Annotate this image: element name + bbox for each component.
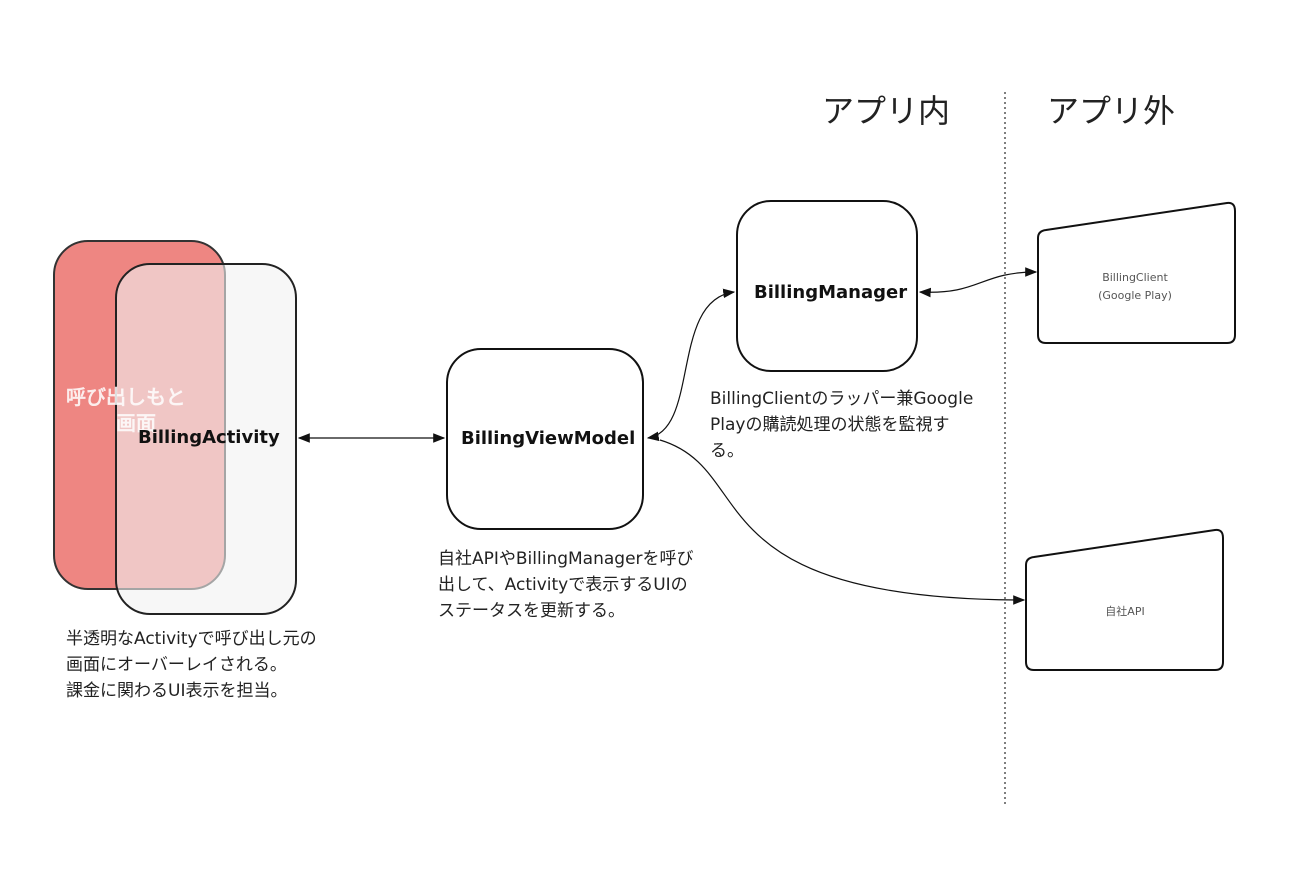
caller-screen-label-line2: 画面: [116, 411, 156, 435]
billing-manager-label: BillingManager: [754, 282, 908, 303]
billing-manager-box: [736, 200, 918, 372]
billing-client-label: BillingClient (Google Play): [1080, 269, 1190, 305]
view-model-note-line: ステータスを更新する。: [438, 601, 625, 621]
billing-client-label-line1: BillingClient: [1102, 271, 1168, 284]
billing-client-label-line2: (Google Play): [1098, 289, 1172, 302]
manager-note-line: BillingClientのラッパー兼Google: [710, 389, 974, 409]
activity-note-line: 半透明なActivityで呼び出し元の: [66, 629, 317, 649]
manager-note: BillingClientのラッパー兼Google Playの購読処理の状態を監…: [710, 386, 973, 464]
manager-note-line: Playの購読処理の状態を監視す: [710, 415, 950, 435]
billing-client-shape: [1037, 201, 1236, 344]
activity-note-line: 画面にオーバーレイされる。: [66, 655, 287, 675]
billing-activity-box: [115, 263, 297, 615]
manager-client-arrow: [918, 267, 1038, 298]
billing-view-model-box: [446, 348, 644, 530]
activity-note-line: 課金に関わるUI表示を担当。: [66, 681, 288, 701]
caller-screen-label-line1: 呼び出しもと: [66, 385, 186, 409]
billing-view-model-label: BillingViewModel: [461, 428, 636, 449]
header-inside-app: アプリ内: [822, 92, 951, 130]
company-api-shape: [1025, 528, 1224, 671]
caller-screen-label: 呼び出しもと 画面: [66, 384, 186, 436]
header-outside-app: アプリ外: [1047, 92, 1176, 130]
view-model-note: 自社APIやBillingManagerを呼び 出して、Activityで表示す…: [438, 546, 694, 624]
viewmodel-manager-arrow: [646, 288, 736, 442]
view-model-note-line: 出して、Activityで表示するUIの: [438, 575, 688, 595]
view-model-note-line: 自社APIやBillingManagerを呼び: [438, 549, 694, 569]
viewmodel-api-arrow: [659, 439, 1026, 605]
billing-activity-label: BillingActivity: [138, 427, 280, 448]
company-api-label: 自社API: [1105, 605, 1145, 618]
manager-note-line: る。: [710, 441, 744, 461]
activity-note: 半透明なActivityで呼び出し元の 画面にオーバーレイされる。 課金に関わる…: [66, 626, 317, 704]
